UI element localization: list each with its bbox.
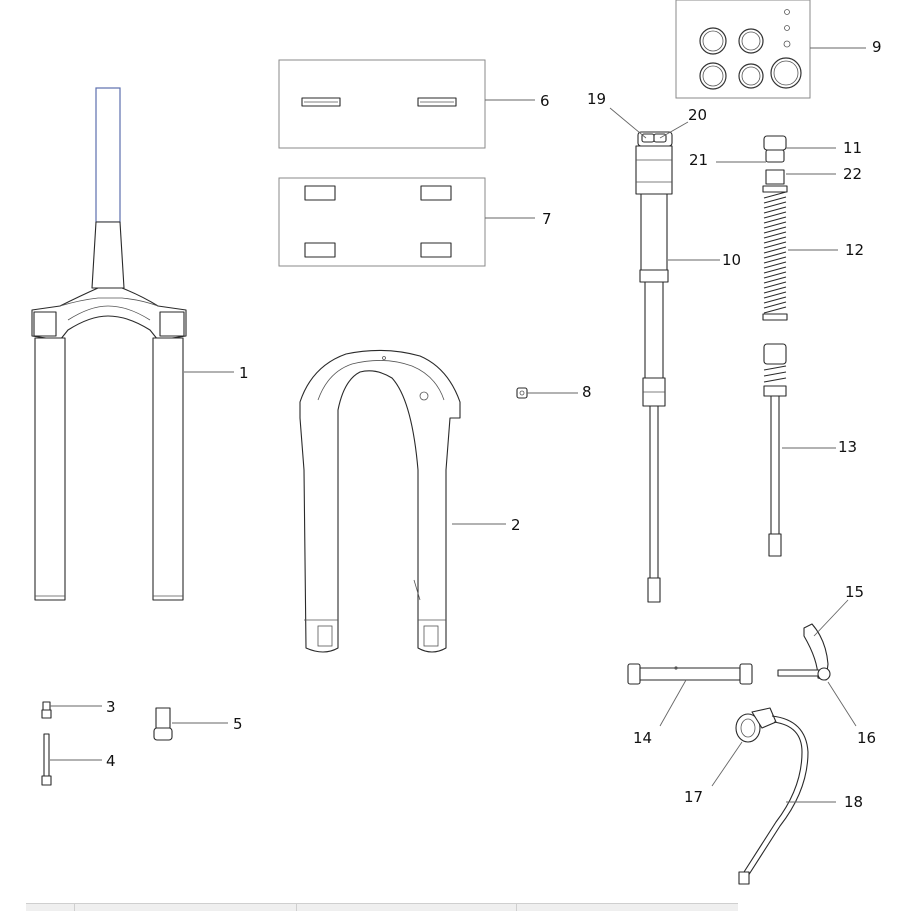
part-17-remote-clamp[interactable] (735, 707, 777, 743)
callout-14: 14 (633, 729, 652, 747)
callout-10: 10 (722, 251, 741, 269)
callout-19: 19 (587, 90, 606, 108)
leader-lines (50, 47, 866, 803)
callout-4: 4 (106, 752, 116, 770)
part-22-spacer[interactable] (765, 169, 785, 185)
callout-21: 21 (689, 151, 708, 169)
callout-labels: 1 2 3 4 5 6 7 8 9 10 11 12 13 14 15 16 1… (106, 38, 882, 811)
part-12-coil-spring[interactable] (762, 185, 788, 321)
callout-16: 16 (857, 729, 876, 747)
part-13-spring-shaft[interactable] (763, 343, 787, 557)
part-9-seal-kit[interactable] (675, 0, 811, 99)
callout-12: 12 (845, 241, 864, 259)
part-6-clip-kit[interactable] (278, 59, 486, 149)
part-10-damper[interactable] (635, 131, 673, 603)
callout-1: 1 (239, 364, 249, 382)
part-5-valve-cap[interactable] (153, 707, 173, 741)
callout-9: 9 (872, 38, 882, 56)
part-19-top-knob[interactable] (641, 133, 655, 143)
part-3-bolt[interactable] (41, 701, 52, 719)
table-cell (516, 904, 517, 911)
callout-13: 13 (838, 438, 857, 456)
callout-3: 3 (106, 698, 116, 716)
part-8-small-bolt[interactable] (516, 387, 528, 399)
callout-2: 2 (511, 516, 521, 534)
callout-7: 7 (542, 210, 552, 228)
part-11-spring-top-cap[interactable] (763, 135, 787, 151)
part-7-pad-kit[interactable] (278, 177, 486, 267)
callout-22: 22 (843, 165, 862, 183)
part-16-qr-shaft[interactable] (777, 667, 831, 681)
part-2-lower-legs[interactable] (299, 349, 461, 653)
part-4-shaft-bolt[interactable] (41, 733, 52, 786)
part-21-top-cap[interactable] (765, 149, 785, 163)
callout-11: 11 (843, 139, 862, 157)
part-14-axle[interactable] (627, 663, 753, 685)
parts-table-strip (26, 903, 738, 911)
table-cell (74, 904, 75, 911)
callout-20: 20 (688, 106, 707, 124)
part-1-crown-steerer-uppers[interactable] (31, 87, 187, 601)
callout-8: 8 (582, 383, 592, 401)
callout-17: 17 (684, 788, 703, 806)
callout-15: 15 (845, 583, 864, 601)
part-18-remote-cable[interactable] (738, 715, 809, 885)
table-cell (296, 904, 297, 911)
callout-5: 5 (233, 715, 243, 733)
callout-6: 6 (540, 92, 550, 110)
callout-18: 18 (844, 793, 863, 811)
